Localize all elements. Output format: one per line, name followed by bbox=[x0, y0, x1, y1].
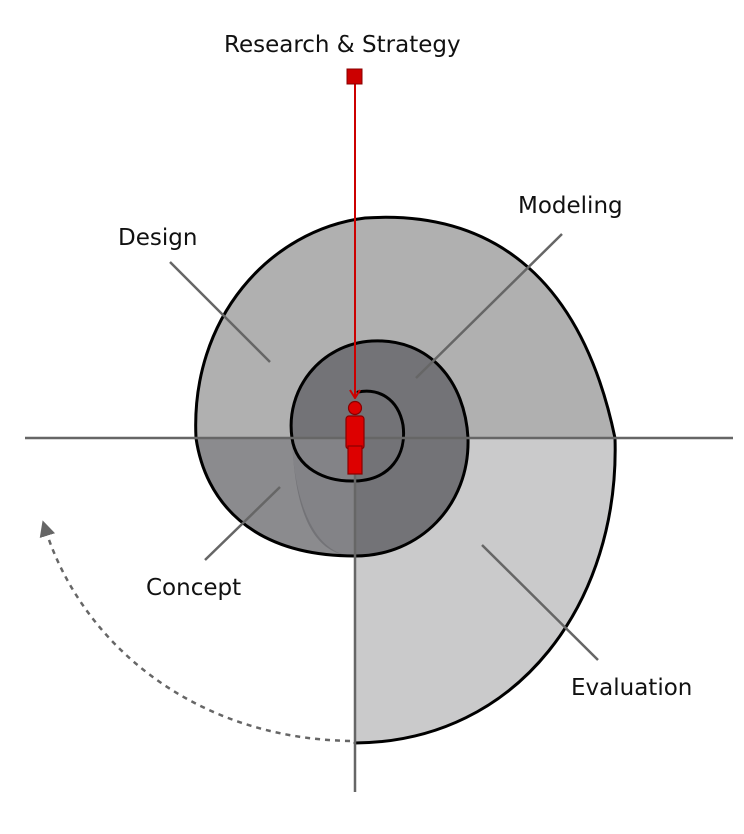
square-marker-icon bbox=[346, 68, 363, 85]
spiral-outline bbox=[194, 215, 617, 745]
research-strategy-label: Research & Strategy bbox=[224, 32, 461, 58]
cycle-return-arrow bbox=[39, 520, 351, 743]
design-leader-line bbox=[169, 261, 271, 363]
modeling-label: Modeling bbox=[518, 193, 623, 219]
concept-label: Concept bbox=[146, 575, 242, 601]
outer-band-upper bbox=[195, 217, 615, 438]
evaluation-label: Evaluation bbox=[571, 675, 693, 701]
evaluation-leader-line bbox=[481, 544, 599, 661]
modeling-leader-line bbox=[415, 233, 563, 379]
design-label: Design bbox=[118, 225, 198, 251]
concept-leader-line bbox=[204, 486, 281, 561]
person-icon bbox=[345, 400, 365, 475]
